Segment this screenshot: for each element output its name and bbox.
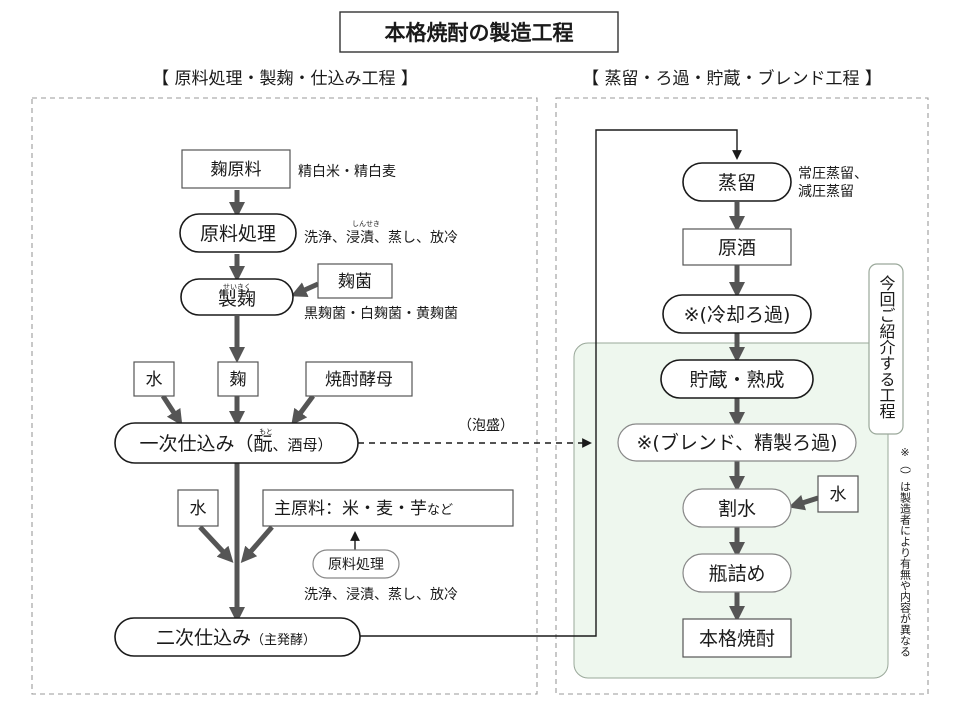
callout-label: 今回ご紹介する工程 — [877, 275, 896, 419]
arrow-water-to-warimizu — [788, 494, 819, 511]
genryo-shori-node — [179, 213, 297, 253]
genryo-shori-2-label: 原料処理 — [328, 557, 384, 573]
arrow-kojikin-to-seikiku — [290, 281, 320, 298]
binzume-node — [682, 553, 792, 593]
section-right-header: 【 蒸留・ろ過・貯蔵・ブレンド工程 】 — [582, 68, 882, 89]
reikyaku-label: ※(冷却ろ過) — [684, 304, 791, 326]
kojikin-note: 黒麹菌・白麹菌・黄麹菌 — [304, 305, 458, 322]
jouryu-label: 蒸留 — [718, 172, 756, 194]
footnote-label: ※（）は製造者により有無や内容が異なる — [899, 446, 912, 657]
seikiku-node — [180, 278, 294, 316]
binzume-label: 瓶詰め — [708, 563, 765, 585]
ichiji-label: 一次仕込み（酛、酒母） — [139, 433, 332, 455]
kojikin-label: 麹菌 — [338, 272, 372, 292]
warimizu-label: 割水 — [718, 498, 756, 520]
honkaku-label: 本格焼酎 — [699, 628, 775, 650]
koubo-box — [305, 361, 413, 397]
genryo-shori-note-ruby: しんせき — [352, 220, 380, 228]
arrow-water-to-ichiji — [160, 394, 183, 426]
jouryu-node — [682, 162, 792, 202]
arrow-shugenryo-to-main — [240, 525, 274, 564]
awamori-note: （泡盛） — [458, 418, 514, 434]
shugenryo-label: 主原料：米・麦・芋など — [274, 499, 453, 519]
arrow-water2-to-main — [198, 525, 234, 563]
seikiku-ruby: せいきく — [223, 283, 251, 291]
koji-genryo-label: 麹原料 — [211, 160, 262, 180]
chozo-label: 貯蔵・熟成 — [689, 369, 784, 391]
genryo-shori-2-node — [312, 549, 400, 579]
ichiji-moto-ruby: もと — [259, 428, 273, 436]
title-box — [339, 11, 619, 53]
arrow-koubo-to-ichiji — [291, 394, 316, 426]
koji-genryo-note: 精白米・精白麦 — [298, 164, 396, 180]
jouryu-note-1: 常圧蒸留、 — [798, 166, 868, 182]
genshu-label: 原酒 — [718, 237, 756, 259]
genryo-shori-label: 原料処理 — [200, 223, 276, 245]
genryo-shori-2-note: 洗浄、浸漬、蒸し、放冷 — [304, 587, 458, 603]
callout-box — [868, 263, 904, 435]
water-2-label: 水 — [190, 499, 207, 519]
jouryu-note-2: 減圧蒸留 — [798, 183, 854, 200]
chozo-node — [660, 359, 814, 399]
water-right-box — [817, 475, 859, 513]
koubo-label: 焼酎酵母 — [325, 370, 393, 390]
niji-label: 二次仕込み（主発酵） — [156, 627, 316, 649]
left-section-frame — [31, 97, 538, 695]
warimizu-node — [682, 488, 792, 528]
blend-node — [617, 423, 857, 462]
kojikin-box — [317, 263, 393, 299]
water-right-label: 水 — [830, 485, 847, 505]
reikyaku-node — [662, 294, 812, 334]
right-section-frame — [555, 97, 929, 695]
koji-box — [217, 361, 259, 397]
honkaku-box — [682, 618, 792, 658]
section-left-header: 【 原料処理・製麹・仕込み工程 】 — [152, 69, 418, 89]
water-1-label: 水 — [146, 370, 163, 390]
seikiku-label: 製麹 — [218, 288, 256, 310]
page-title: 本格焼酎の製造工程 — [385, 21, 574, 45]
water-2-box — [177, 489, 219, 527]
blend-label: ※(ブレンド、精製ろ過) — [637, 431, 838, 454]
genshu-box — [682, 228, 792, 266]
shugenryo-box — [262, 489, 514, 527]
water-1-box — [133, 361, 175, 397]
koji-label: 麹 — [230, 370, 247, 390]
niji-node — [114, 617, 361, 657]
connector-niji-to-jouryu — [360, 129, 742, 637]
genryo-shori-note: 洗浄、浸漬、蒸し、放冷 — [304, 230, 458, 246]
koji-genryo-box — [181, 149, 291, 189]
ichiji-node — [114, 422, 359, 464]
